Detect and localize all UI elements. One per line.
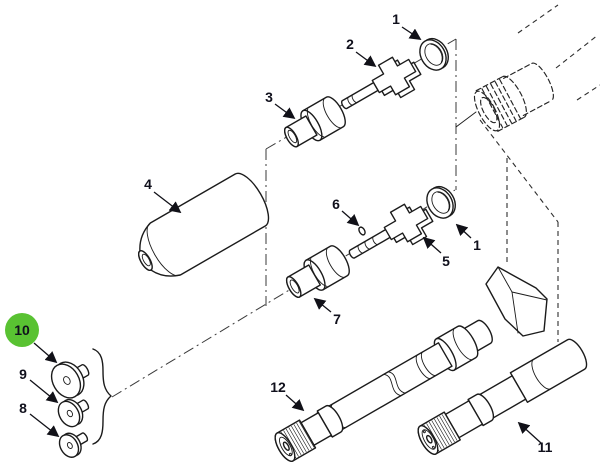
callout-3-arrow [274,103,296,120]
part-10-nozzle-tip [50,361,90,399]
callout-5-arrow [422,236,442,254]
callout-4-arrow [153,191,182,214]
callout-11-arrow [517,421,542,444]
callout-6-label: 6 [332,196,340,212]
callout-5-label: 5 [442,253,450,269]
part-9-nozzle-tip [57,398,90,428]
callout-8-arrow [29,413,60,438]
callout-1-top-label: 1 [392,11,400,27]
callout-7-label: 7 [333,311,341,327]
part-11-barrel [417,338,588,455]
part-4-cartridge [137,172,270,277]
part-8-nozzle-tip [58,432,89,458]
highlight-callout-10[interactable]: 10 [5,313,39,347]
callout-1-lower-label: 1 [473,237,481,253]
part-1-washer-top [419,37,449,71]
callout-4-label: 4 [144,176,152,192]
part-2-stem-bracket [341,56,422,110]
callout-12-label: 12 [270,379,286,395]
callout-1-lower-arrow [455,223,472,239]
callout-arrows [29,26,542,444]
part-3-bushing [283,96,346,148]
callout-labels: 1 2 3 4 5 6 1 7 8 9 11 12 [19,11,553,455]
callout-2-arrow [355,51,377,68]
callout-12-arrow [285,394,305,412]
tips-group-brace [92,348,112,445]
callout-10-label: 10 [14,322,30,338]
callout-6-arrow [341,210,360,227]
callout-3-label: 3 [265,89,273,105]
callout-9-arrow [29,379,59,404]
callout-8-label: 8 [19,400,27,416]
highlight-circle[interactable] [5,313,39,347]
callout-11-label: 11 [538,439,553,455]
callout-9-label: 9 [19,366,27,382]
part-12-barrel-assembly [274,266,548,462]
part-1-washer-lower [426,185,456,219]
part-12-handle [485,266,548,337]
callout-7-arrow [313,297,332,313]
callout-1-top-arrow [401,26,422,40]
callout-10-arrow [33,342,58,364]
phantom-receiver [473,4,600,132]
part-5-stem-bracket [348,203,434,259]
reference-dashed-lines [479,119,559,342]
part-7-bushing [285,245,350,298]
callout-2-label: 2 [346,36,354,52]
part-6-o-ring [358,226,366,236]
